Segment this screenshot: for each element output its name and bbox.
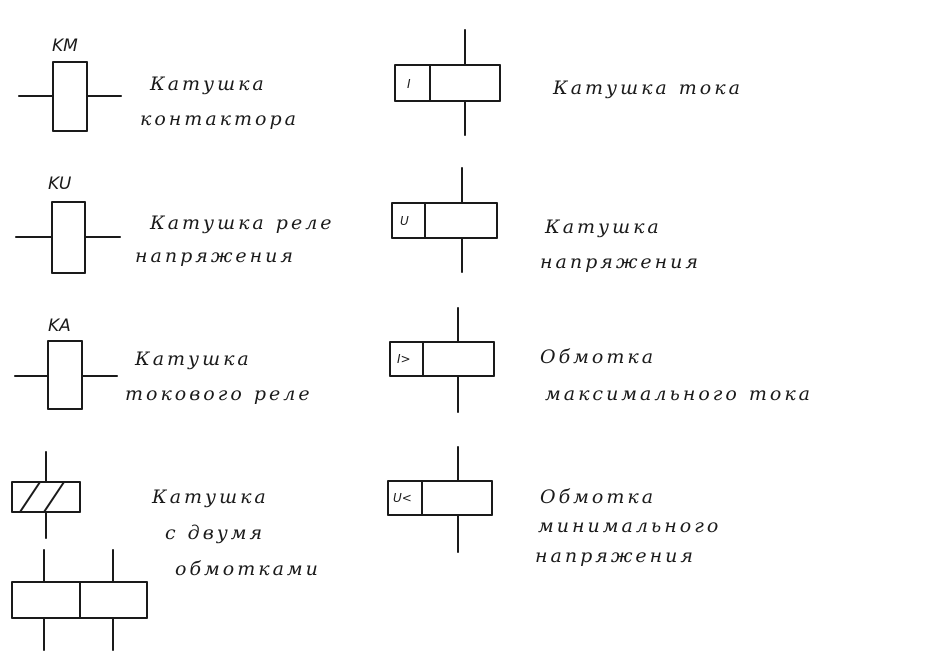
min-voltage-winding-caption-line-1: Обмотка (540, 486, 656, 508)
current-coil-box-label: I (407, 77, 411, 91)
current-relay-coil-symbol: KA (14, 316, 118, 410)
two-winding-coil-symbol (11, 451, 148, 651)
contactor-coil-caption-line-2: контактора (140, 108, 299, 130)
two-winding-coil-caption-line-2: с двумя (165, 522, 265, 544)
voltage-coil-caption-line-2: напряжения (540, 251, 701, 273)
min-voltage-winding-symbol: U< (387, 446, 493, 553)
voltage-coil-box-label: U (400, 214, 409, 228)
max-current-winding-caption-line-2: максимального тока (545, 383, 813, 405)
voltage-relay-coil-tag: KU (48, 174, 72, 194)
two-winding-coil-caption-line-3: обмотками (175, 558, 321, 580)
current-relay-coil-caption-line-1: Катушка (134, 348, 252, 370)
current-coil-caption-line-1: Катушка тока (552, 77, 743, 99)
current-relay-coil-tag: KA (48, 316, 71, 336)
min-voltage-winding-caption-line-3: напряжения (535, 545, 696, 567)
max-current-winding-symbol: I> (389, 307, 495, 413)
voltage-relay-coil-caption-line-1: Катушка реле (149, 212, 335, 234)
current-coil-symbol: I (394, 29, 501, 136)
min-voltage-winding-caption-line-2: минимального (538, 515, 721, 537)
contactor-coil-caption-line-1: Катушка (149, 73, 267, 95)
min-voltage-winding-box-label: U< (393, 491, 412, 505)
voltage-relay-coil-caption-line-2: напряжения (135, 245, 296, 267)
max-current-winding-box-label: I> (397, 352, 411, 366)
contactor-coil-tag: KM (52, 36, 78, 56)
two-winding-coil-caption-line-1: Катушка (151, 486, 269, 508)
current-relay-coil-caption-line-2: токового реле (125, 383, 313, 405)
voltage-coil-caption-line-1: Катушка (544, 216, 662, 238)
contactor-coil-symbol: KM (18, 36, 122, 132)
voltage-relay-coil-symbol: KU (15, 174, 121, 274)
max-current-winding-caption-line-1: Обмотка (540, 346, 656, 368)
voltage-coil-symbol: U (391, 167, 498, 273)
